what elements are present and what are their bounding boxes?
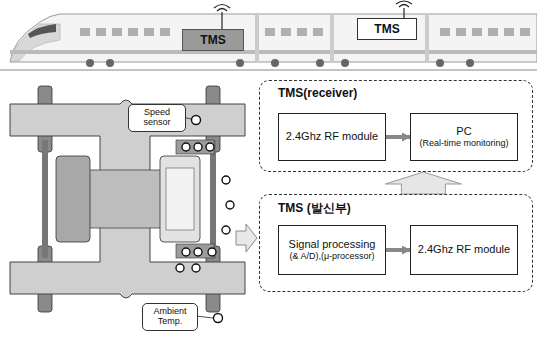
flow-arrow <box>386 248 410 252</box>
flow-arrow <box>385 172 461 194</box>
module-box: 2.4Ghz RF module <box>410 225 518 275</box>
train-tms: TMS <box>182 29 244 51</box>
node-label: Signal processing <box>289 238 376 251</box>
train-illustration <box>0 1 537 70</box>
train-tms-plain: TMS <box>357 18 417 40</box>
node-label: Speed sensor <box>132 108 182 128</box>
node-label: TMS(receiver) <box>276 86 359 100</box>
node-label: Ambient Temp. <box>146 307 194 327</box>
node-label: 2.4Ghz RF module <box>418 243 510 256</box>
sensor-tag: Ambient Temp. <box>142 303 198 331</box>
flow-arrow <box>386 135 410 139</box>
module-box: 2.4Ghz RF module <box>278 113 386 161</box>
node-label: TMS <box>200 33 225 47</box>
flow-arrow <box>236 224 257 252</box>
node-label: 2.4Ghz RF module <box>286 130 378 143</box>
node-label: TMS <box>374 22 399 36</box>
node-label: PC <box>456 125 471 138</box>
bogie-illustration <box>10 86 245 323</box>
node-label: TMS (발신부) <box>276 200 353 217</box>
dashed-group: TMS (발신부) Signal processing(& A/D),(μ-pro… <box>259 194 533 292</box>
module-box: PC(Real-time monitoring) <box>410 113 518 161</box>
node-subtext: (Real-time monitoring) <box>419 138 508 149</box>
node-subtext: (& A/D),(μ-processor) <box>289 251 374 262</box>
sensor-tag: Speed sensor <box>128 104 186 132</box>
module-box: Signal processing(& A/D),(μ-processor) <box>278 225 386 275</box>
dashed-group: TMS(receiver) 2.4Ghz RF module PC(Real-tim… <box>259 80 533 172</box>
